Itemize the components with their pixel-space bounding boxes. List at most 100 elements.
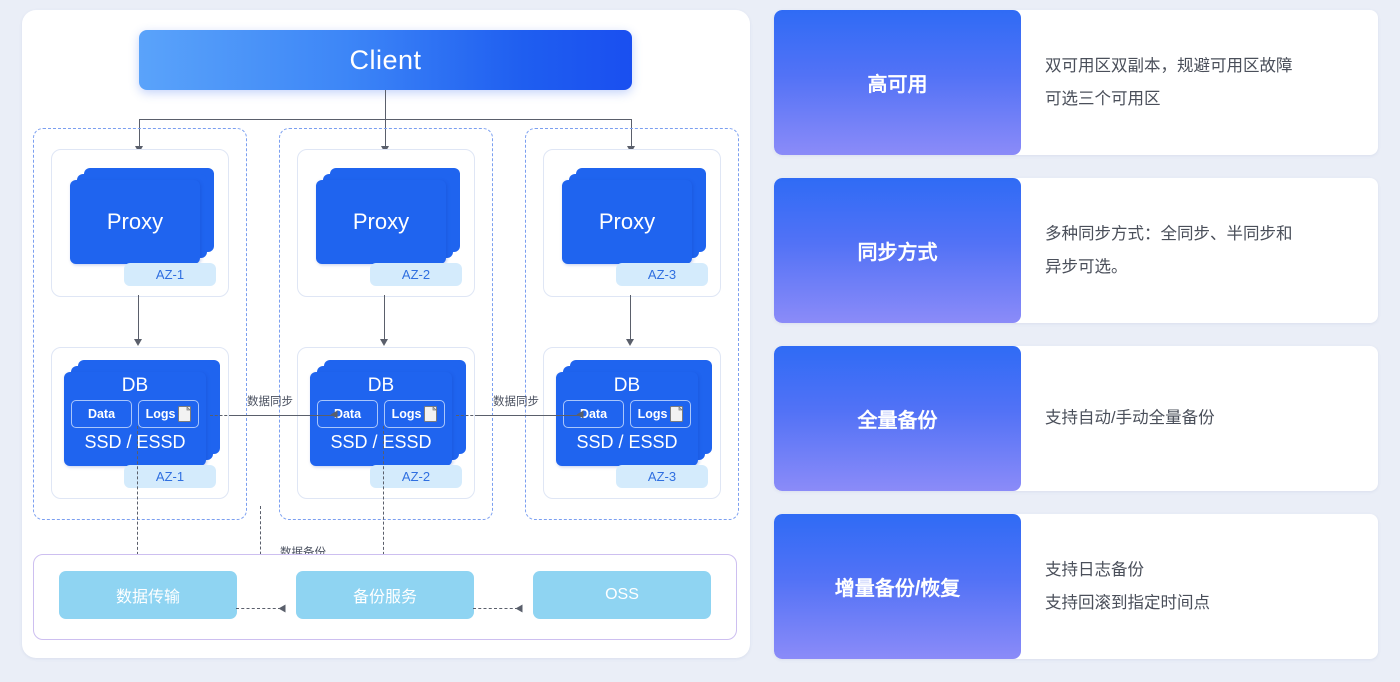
db-data-label: Data [579,407,608,421]
document-icon [178,406,192,422]
db-title: DB [367,375,395,396]
db-subboxes: Data Logs [71,400,199,428]
architecture-diagram-panel: Client Proxy AZ-1 [22,10,750,658]
backup-line-az1 [137,426,138,570]
sync-arrow-line-2 [478,414,580,416]
feature-line: 双可用区双副本，规避可用区故障 [1045,57,1293,76]
db-title: DB [613,375,641,396]
feature-card-full-backup: 全量备份 支持自动/手动全量备份 [774,346,1378,491]
feature-line: 支持日志备份 [1045,561,1144,580]
db-content-az1: DB Data Logs [64,372,206,466]
db-card-az2: DB Data Logs [297,347,475,499]
feature-body: 支持日志备份 支持回滚到指定时间点 [1021,514,1378,659]
proxy-card-az1: Proxy AZ-1 [51,149,229,297]
proxy-to-db-line-az1 [138,295,140,341]
db-logs-box: Logs [384,400,445,428]
db-logs-box: Logs [138,400,199,428]
az-badge-db-1: AZ-1 [124,465,216,488]
service-label: 备份服务 [352,589,417,606]
feature-title: 高可用 [774,10,1021,155]
db-stack-az3: DB Data Logs [556,360,718,474]
feature-title: 同步方式 [774,178,1021,323]
service-dashed-1 [236,608,281,609]
client-label: Client [349,44,422,75]
proxy-stack-az2: Proxy [316,168,466,272]
feature-card-list: 高可用 双可用区双副本，规避可用区故障 可选三个可用区 同步方式 多种同步方式：… [774,10,1378,682]
db-logs-label: Logs [637,407,668,421]
availability-zone-1-group: Proxy AZ-1 DB Data [33,128,247,520]
stack-layer-front [70,180,200,264]
availability-zone-2-group: Proxy AZ-2 DB Data [279,128,493,520]
client-to-az2-line [385,119,387,148]
client-node: Client [139,30,632,90]
sync-arrow-head-1 [330,410,338,419]
db-data-box: Data [563,400,624,428]
proxy-to-db-arrow-az1 [133,339,142,346]
service-box-data-transfer: 数据传输 [59,571,237,619]
document-icon [424,406,438,422]
feature-body: 双可用区双副本，规避可用区故障 可选三个可用区 [1021,10,1378,155]
feature-body: 多种同步方式：全同步、半同步和 异步可选。 [1021,178,1378,323]
db-data-label: Data [87,407,116,421]
service-box-backup-service: 备份服务 [296,571,474,619]
proxy-to-db-arrow-az3 [625,339,634,346]
proxy-card-az3: Proxy AZ-3 [543,149,721,297]
db-storage-label: SSD / ESSD [330,432,432,452]
proxy-card-az2: Proxy AZ-2 [297,149,475,297]
client-trunk-line [385,90,387,120]
proxy-stack-az3: Proxy [562,168,712,272]
backup-services-container: 数据传输 备份服务 OSS [33,554,737,640]
db-logs-label: Logs [391,407,422,421]
client-to-az1-line [139,119,141,148]
service-box-oss: OSS [533,571,711,619]
sync-label-1: 数据同步 [247,396,293,408]
backup-line-az2 [383,426,384,570]
feature-card-high-availability: 高可用 双可用区双副本，规避可用区故障 可选三个可用区 [774,10,1378,155]
availability-zone-3-group: Proxy AZ-3 DB Data [525,128,739,520]
proxy-label: Proxy [106,209,164,234]
az-badge-db-2: AZ-2 [370,465,462,488]
feature-line: 支持回滚到指定时间点 [1045,593,1210,612]
sync-arrow-line-1 [232,414,334,416]
db-title: DB [121,375,149,396]
service-dashed-2 [473,608,518,609]
backup-line-mid [260,506,261,590]
db-stack-az1: DB Data Logs [64,360,226,474]
feature-line: 支持自动/手动全量备份 [1045,409,1215,428]
feature-title: 全量备份 [774,346,1021,491]
db-content-az2: DB Data Logs [310,372,452,466]
service-arrow-2 [515,604,523,612]
feature-title: 增量备份/恢复 [774,514,1021,659]
proxy-label: Proxy [598,209,656,234]
db-subboxes: Data Logs [563,400,691,428]
db-card-az3: DB Data Logs [543,347,721,499]
document-icon [670,406,684,422]
az-badge-proxy-3: AZ-3 [616,263,708,286]
db-data-box: Data [317,400,378,428]
db-card-az1: DB Data Logs [51,347,229,499]
feature-body: 支持自动/手动全量备份 [1021,346,1378,491]
db-data-label: Data [333,407,362,421]
proxy-label: Proxy [352,209,410,234]
feature-card-sync-mode: 同步方式 多种同步方式：全同步、半同步和 异步可选。 [774,178,1378,323]
service-label: 数据传输 [115,589,180,606]
db-logs-box: Logs [630,400,691,428]
db-subboxes: Data Logs [317,400,445,428]
proxy-to-db-arrow-az2 [379,339,388,346]
db-content-az3: DB Data Logs [556,372,698,466]
az-badge-proxy-1: AZ-1 [124,263,216,286]
db-logs-label: Logs [145,407,176,421]
service-arrow-1 [278,604,286,612]
service-label: OSS [605,586,639,603]
feature-line: 异步可选。 [1045,257,1128,276]
db-stack-az2: DB Data Logs [310,360,472,474]
sync-label-2: 数据同步 [493,396,539,408]
proxy-to-db-line-az3 [630,295,632,341]
sync-dashed-1 [210,415,232,416]
proxy-to-db-line-az2 [384,295,386,341]
client-to-az3-line [631,119,633,148]
az-badge-proxy-2: AZ-2 [370,263,462,286]
az-badge-db-3: AZ-3 [616,465,708,488]
feature-line: 可选三个可用区 [1045,89,1161,108]
